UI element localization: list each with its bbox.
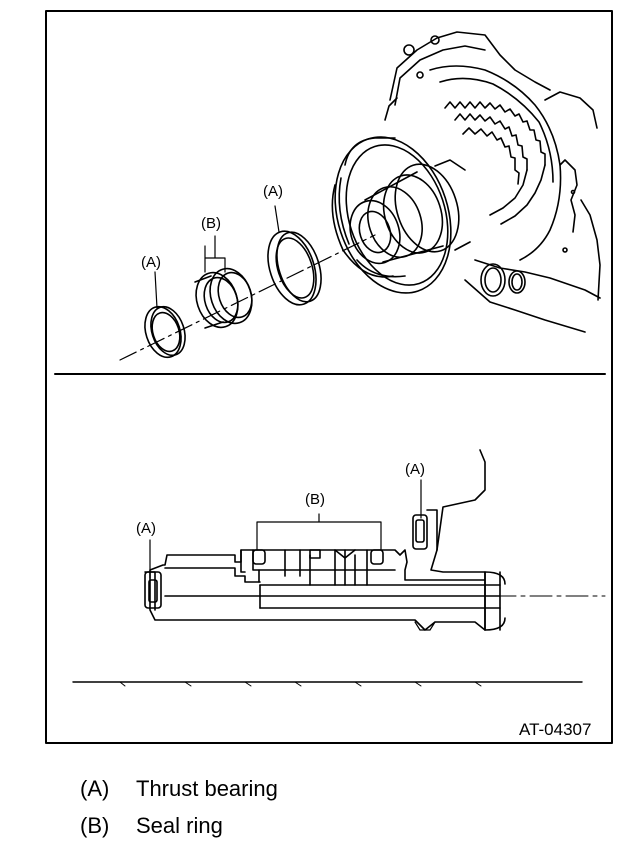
- lower-label-a-right: (A): [405, 461, 425, 478]
- lower-housing-outline: [149, 449, 486, 631]
- lower-shaft: [164, 571, 606, 631]
- lower-label-b: (B): [305, 491, 325, 508]
- upper-label-a-right: (A): [263, 183, 283, 200]
- legend-key: (B): [80, 813, 110, 838]
- hub-boss: [349, 159, 471, 265]
- lower-thrust-bearing-right: [412, 509, 438, 551]
- upper-label-a-left: (A): [141, 254, 161, 271]
- thrust-bearing-left: [144, 305, 186, 359]
- upper-axis-line: [119, 234, 376, 361]
- figure-id: AT-04307: [519, 720, 591, 739]
- seal-rings: [194, 267, 253, 329]
- lower-thrust-bearing-left: [144, 571, 162, 611]
- legend-text: Seal ring: [136, 813, 223, 838]
- upper-exploded-view: (A) (B) (A): [119, 31, 601, 361]
- transmission-housing: [384, 31, 601, 333]
- lower-hub-body: [164, 549, 396, 586]
- lower-label-a-left: (A): [136, 520, 156, 537]
- figure-frame: [45, 10, 613, 744]
- thrust-bearing-right: [267, 230, 322, 306]
- legend-item-thrust-bearing: (A) Thrust bearing: [80, 770, 600, 807]
- upper-label-b: (B): [201, 215, 221, 232]
- lower-section-view: (A) (B) (A): [72, 449, 606, 687]
- legend: (A) Thrust bearing (B) Seal ring: [80, 770, 600, 844]
- legend-item-seal-ring: (B) Seal ring: [80, 807, 600, 844]
- legend-text: Thrust bearing: [136, 776, 278, 801]
- exploded-diagram-figure: (A) (B) (A): [45, 10, 613, 744]
- clutch-drum: [331, 136, 452, 294]
- legend-key: (A): [80, 776, 110, 801]
